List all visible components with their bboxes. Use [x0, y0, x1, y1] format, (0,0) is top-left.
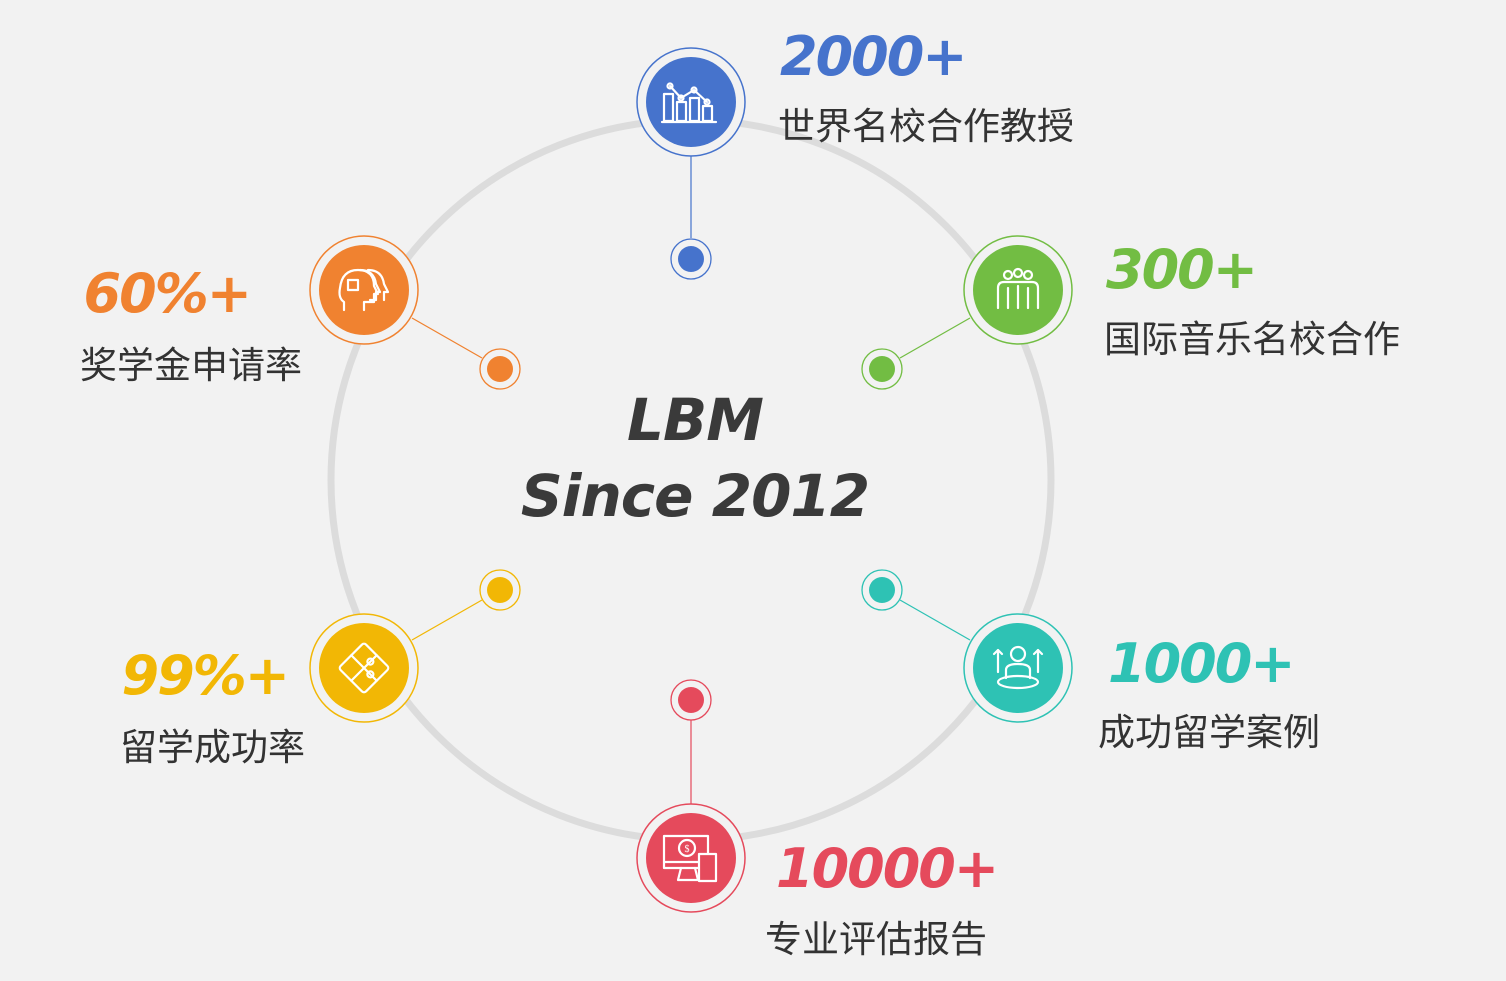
- center-title: LBM: [627, 386, 763, 454]
- bar-chart-icon: [660, 82, 718, 124]
- team-icon: [996, 267, 1040, 310]
- stat-value-scholarship: 60%+: [84, 262, 251, 325]
- svg-text:$: $: [685, 844, 690, 855]
- stat-value-success: 99%+: [122, 644, 289, 707]
- stat-label-cases: 成功留学案例: [1098, 711, 1320, 754]
- stat-value-cases: 1000+: [1108, 632, 1294, 695]
- dot-cases: [861, 569, 903, 611]
- puzzle-icon: [338, 642, 390, 694]
- node-professors: [636, 47, 746, 157]
- stat-label-reports: 专业评估报告: [765, 918, 987, 961]
- dot-schools: [861, 348, 903, 390]
- connector-scholarship: [411, 317, 483, 359]
- stat-value-schools: 300+: [1106, 238, 1256, 301]
- dot-scholarship: [479, 348, 521, 390]
- dot-reports: [670, 679, 712, 721]
- stat-label-professors: 世界名校合作教授: [778, 105, 1074, 148]
- node-scholarship: [309, 235, 419, 345]
- stat-value-reports: 10000+: [776, 837, 997, 900]
- head-puzzle-icon: [338, 268, 390, 312]
- node-success: [309, 613, 419, 723]
- dot-success: [479, 569, 521, 611]
- stat-label-scholarship: 奖学金申请率: [80, 344, 302, 387]
- node-schools: [963, 235, 1073, 345]
- monitor-money-icon: $: [662, 834, 718, 883]
- stat-value-professors: 2000+: [780, 25, 966, 88]
- connector-cases: [899, 599, 971, 641]
- connector-success: [411, 599, 483, 641]
- dot-professors: [670, 238, 712, 280]
- node-cases: [963, 613, 1073, 723]
- growth-person-icon: [992, 645, 1044, 690]
- stat-label-schools: 国际音乐名校合作: [1104, 318, 1400, 361]
- connectors: [411, 156, 971, 804]
- connector-schools: [899, 317, 971, 359]
- center-subtitle: Since 2012: [521, 462, 869, 530]
- node-reports: $: [636, 803, 746, 913]
- stat-label-success: 留学成功率: [120, 726, 305, 769]
